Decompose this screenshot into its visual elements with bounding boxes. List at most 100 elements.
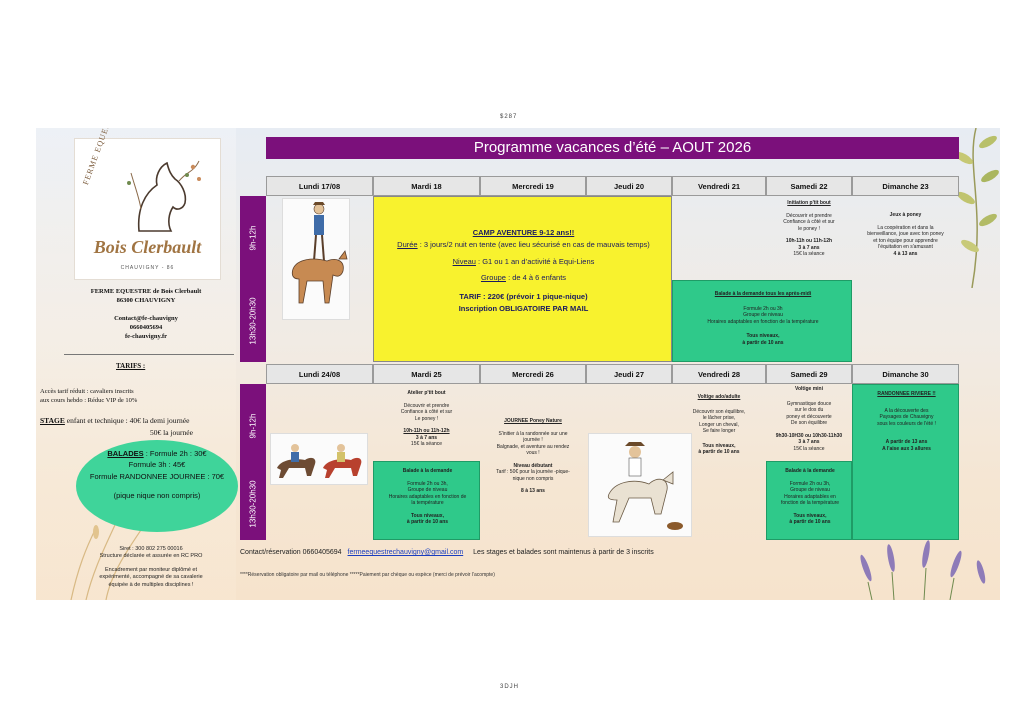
camp-tarif: TARIF : 220€ (prévoir 1 pique-nique) bbox=[459, 291, 588, 301]
balade-samedi-cell: Balade à la demande Formule 2h ou 3h, Gr… bbox=[766, 461, 852, 540]
journee-line-1: S'initier à la randonnée sur une bbox=[498, 430, 568, 437]
day-header: Mercredi 19 bbox=[480, 176, 586, 196]
riviere-niveau: A l'aise aux 3 allures bbox=[882, 445, 931, 452]
riviere-line-3: sous les couleurs de l'été ! bbox=[877, 420, 936, 427]
balade-samedi-details: Balade à la demande Formule 2h ou 3h, Gr… bbox=[767, 468, 853, 526]
day-header: Dimanche 23 bbox=[852, 176, 959, 196]
slot-morning: 9h-12h bbox=[240, 196, 266, 280]
stage-tarif: STAGE enfant et technique : 40€ la demi … bbox=[40, 416, 189, 425]
balade-line-1: Formule 2h ou 3h bbox=[743, 305, 783, 312]
balade-line-3: Horaires adaptables en fonction de la te… bbox=[707, 318, 819, 325]
balade-mardi-line-5: Tous niveaux, bbox=[411, 512, 444, 519]
journee-line-2: journée ! bbox=[523, 437, 543, 443]
voltige-ado-title: Voltige ado/adulte bbox=[697, 394, 741, 400]
balade-title: Balade à la demande tous les après-midi bbox=[714, 291, 812, 297]
footer-email-link[interactable]: fermeequestrechauvigny@gmail.com bbox=[347, 549, 464, 556]
journee-tarif-2: nique non compris bbox=[512, 475, 554, 482]
foliage-decoration bbox=[955, 128, 999, 288]
atelier-title: Atelier p'tit bout bbox=[407, 390, 446, 396]
balade-mardi-line-4: la température bbox=[411, 500, 444, 506]
stage-full-day: 50€ la journée bbox=[150, 428, 193, 437]
tarifs-heading: TARIFS : bbox=[116, 362, 146, 370]
voltige-ado-line-4: Se faire longer bbox=[702, 428, 736, 434]
camp-groupe-text: : de 4 à 6 enfants bbox=[505, 273, 567, 283]
logo-name: Bois Clerbault bbox=[93, 237, 202, 257]
encadrement-2: expérimenté, accompagné de sa cavalerie bbox=[99, 574, 203, 581]
encadrement-1: Encadrement par moniteur diplômé et bbox=[104, 566, 198, 573]
balade-mardi-title: Balade à la demande bbox=[402, 468, 453, 474]
slot-afternoon: 13h30-20h30 bbox=[240, 280, 266, 362]
horse-head-logo-icon bbox=[127, 160, 201, 232]
journee-niveau: Niveau débutant bbox=[513, 462, 553, 469]
balade-mardi-cell: Balade à la demande Formule 2h ou 3h, Gr… bbox=[373, 461, 480, 540]
voltige-mini: Voltige mini Gymnastique douce sur le do… bbox=[766, 386, 852, 452]
voltige-ado-line-2: le lâcher prise, bbox=[702, 415, 736, 421]
balade-mardi-line-1: Formule 2h ou 3h, bbox=[407, 480, 448, 487]
footer-note: ****Réservation obligatoire par mail ou … bbox=[240, 572, 495, 578]
voltige-mini-hours: 9h30-10H30 ou 10h30-11h30 bbox=[775, 432, 843, 439]
footer-contact: Contact/réservation 0660405694 fermeeque… bbox=[240, 549, 654, 556]
tarif-line-1: Accès tarif réduit : cavaliers inscrits bbox=[40, 388, 134, 395]
riviere-line-1: A la découverte des bbox=[884, 407, 929, 414]
page-code-bottom: 3DJH bbox=[500, 684, 520, 690]
day-header: Lundi 24/08 bbox=[266, 364, 373, 384]
balade-mardi-line-6: à partir de 10 ans bbox=[406, 519, 449, 525]
encadrement-3: équipée à de multiples disciplines ! bbox=[108, 581, 194, 588]
jeux-age: 4 à 13 ans bbox=[893, 250, 918, 257]
balade-mardi-line-3: Horaires adaptables en fonction de bbox=[388, 493, 467, 500]
balade-samedi-line-5: Tous niveaux, bbox=[793, 512, 827, 519]
slot-morning: 9h-12h bbox=[240, 384, 266, 468]
contact-phone: 0660405694 bbox=[129, 323, 163, 331]
journee-poney-nature: JOURNEE Poney Nature S'initier à la rand… bbox=[480, 418, 586, 495]
journee-age: 8 à 13 ans bbox=[521, 488, 545, 494]
balades-line-2: Formule 3h : 45€ bbox=[128, 460, 186, 470]
farm-logo: FERME EQUESTRE Bois Clerbault CHAUVIGNY … bbox=[74, 128, 221, 280]
riviere-details: RANDONNEE RIVIERE !! A la découverte des… bbox=[853, 391, 960, 452]
tarif-line-2: aux cours hebdo : Réduc VIP de 10% bbox=[40, 396, 138, 404]
voltige-ado-line-6: à partir de 10 ans bbox=[698, 449, 740, 455]
stage-text: enfant et technique : 40€ la demi journé… bbox=[64, 416, 190, 425]
day-header: Lundi 17/08 bbox=[266, 176, 373, 196]
initiation-age: 3 à 7 ans bbox=[798, 244, 820, 251]
lavender-decoration bbox=[860, 540, 986, 600]
balade-line-4: Tous niveaux, bbox=[746, 333, 780, 339]
balade-mardi-line-2: Groupe de niveau bbox=[407, 487, 448, 493]
camp-niveau-text: : G1 ou 1 an d’activité à Equi-Liens bbox=[475, 256, 595, 266]
poster: FERME EQUESTRE Bois Clerbault CHAUVIGNY … bbox=[36, 128, 1000, 600]
day-header: Vendredi 28 bbox=[672, 364, 766, 384]
legal-block: Siret : 300 802 275 00016 Structure décl… bbox=[76, 546, 226, 589]
jeux-line-2: bienveillance, joue avec ton poney bbox=[867, 231, 944, 237]
voltige-mini-age: 3 à 7 ans bbox=[798, 439, 820, 445]
balade-samedi-line-4: fonction de la température bbox=[780, 500, 840, 506]
camp-niveau-label: Niveau bbox=[452, 256, 476, 266]
initiation-line-1: Découvrir et prendre bbox=[786, 212, 832, 219]
day-header: Samedi 22 bbox=[766, 176, 852, 196]
cowboy-rider-illustration bbox=[588, 433, 692, 537]
journee-tarif: Tarif : 50€ pour la journée -pique- bbox=[496, 469, 570, 475]
footer-contact-text: Contact/réservation 0660405694 bbox=[240, 549, 342, 556]
camp-duree-text: : 3 jours/2 nuit en tente (avec lieu séc… bbox=[417, 240, 650, 250]
riviere-line-2: Paysages de Chauvigny bbox=[879, 414, 934, 420]
balade-samedi-line-2: Groupe de niveau bbox=[790, 487, 830, 493]
balade-samedi-line-3: Horaires adaptables en bbox=[784, 493, 836, 500]
tarifs-divider bbox=[64, 354, 234, 355]
balades-note: (pique nique non compris) bbox=[113, 490, 201, 500]
voltige-ado-line-3: Longer un cheval, bbox=[699, 421, 739, 428]
logo-town: CHAUVIGNY - 86 bbox=[120, 265, 175, 271]
voltige-mini-line-4: De son équilibre bbox=[790, 420, 828, 426]
camp-title: CAMP AVENTURE 9-12 ans!! bbox=[472, 228, 575, 237]
contact-email: Contact@fe-chauvigny bbox=[114, 315, 178, 322]
voltige-mini-line-1: Gymnastique douce bbox=[786, 400, 832, 407]
balades-oval bbox=[76, 440, 238, 532]
balade-samedi-line-6: à partir de 10 ans bbox=[789, 519, 831, 525]
jeux-line-4: l'équitation en s'amusant bbox=[878, 244, 933, 250]
initiation-price: 15€ la séance bbox=[793, 251, 825, 257]
riders-galloping-illustration bbox=[270, 433, 368, 485]
initiation-line-2: Confiance à côté et sur bbox=[783, 219, 835, 225]
balade-mardi-details: Balade à la demande Formule 2h ou 3h, Gr… bbox=[374, 468, 481, 526]
voltige-mini-title: Voltige mini bbox=[795, 386, 823, 392]
slot-afternoon: 13h30-20h30 bbox=[240, 468, 266, 540]
atelier-hours: 10h-11h ou 11h-12h bbox=[403, 428, 450, 434]
atelier-line-1: Découvrir et prendre bbox=[403, 402, 450, 409]
balades-label: BALADES bbox=[107, 449, 144, 458]
